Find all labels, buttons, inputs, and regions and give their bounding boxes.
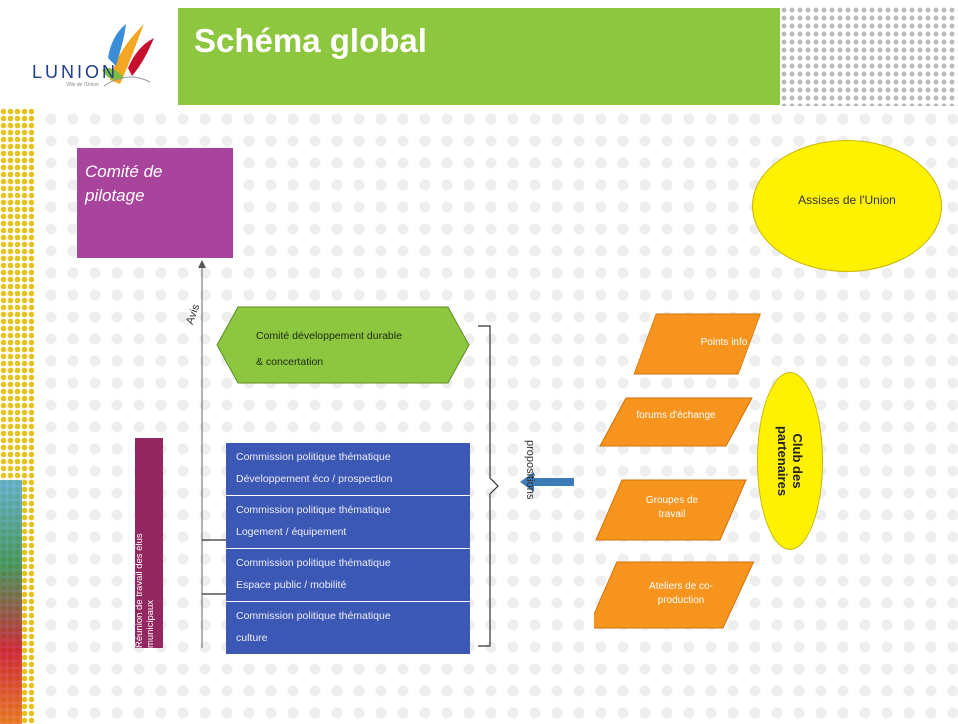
title-bar <box>178 8 780 105</box>
club-line2: partenaires <box>775 425 790 497</box>
commission-line2: Logement / équipement <box>236 526 347 538</box>
partner-line1: Ateliers de co- <box>649 581 713 592</box>
comite-dd-line2: & concertation <box>256 356 324 368</box>
page-title: Schéma global <box>194 22 427 59</box>
propositions-arrow <box>520 472 574 492</box>
comite-dd-line1: Comité développement durable <box>256 330 402 342</box>
reunion-line2: municipaux <box>145 599 156 648</box>
commission-line1: Commission politique thématique <box>236 610 391 622</box>
club-partenaires-ellipse <box>757 372 823 550</box>
side-color-strip <box>0 480 22 724</box>
comite-pilotage-line1: Comité de <box>85 162 163 181</box>
commission-line1: Commission politique thématique <box>236 557 391 569</box>
logo-text: LUNION <box>32 62 119 82</box>
club-label: Club des partenaires <box>757 372 823 550</box>
assises-label: Assises de l'Union <box>798 193 896 207</box>
partner-label: forums d'échange <box>636 410 716 421</box>
comite-pilotage-line2: pilotage <box>85 186 145 205</box>
commission-line2: Développement éco / prospection <box>236 473 393 485</box>
commission-line1: Commission politique thématique <box>236 451 391 463</box>
reunion-bar <box>135 438 163 648</box>
assises-ellipse: Assises de l'Union <box>752 140 942 272</box>
commission-box: Commission politique thématique Espace p… <box>226 549 470 602</box>
partner-line1: Groupes de <box>645 495 699 506</box>
commission-box: Commission politique thématique Développ… <box>226 443 470 496</box>
commission-line1: Commission politique thématique <box>236 504 391 516</box>
logo-subtitle: Ville de l'Union <box>66 82 99 88</box>
commission-line2: culture <box>236 632 268 644</box>
comite-dd-hexagon <box>216 306 470 384</box>
commission-line2: Espace public / mobilité <box>236 579 347 591</box>
partner-label: Points info <box>700 337 748 348</box>
reunion-line1: Réunion de travail des élus <box>134 533 145 648</box>
logo-icon <box>102 24 154 87</box>
propositions-label: propositions <box>524 440 536 500</box>
partner-label: Groupes de travail <box>610 494 734 522</box>
commission-box: Commission politique thématique Logement… <box>226 496 470 549</box>
partner-label: Ateliers de co- production <box>616 580 746 608</box>
partner-shapes <box>594 313 761 629</box>
commission-box: Commission politique thématique culture <box>226 602 470 655</box>
corner-dot-pattern <box>780 6 958 106</box>
comite-pilotage-box: Comité de pilotage <box>77 148 233 258</box>
partner-line2: production <box>657 595 705 606</box>
right-brace <box>478 325 499 647</box>
club-line1: Club des <box>790 433 805 489</box>
partner-line2: travail <box>658 509 686 520</box>
reunion-label: Réunion de travail des élus municipaux <box>134 438 162 648</box>
